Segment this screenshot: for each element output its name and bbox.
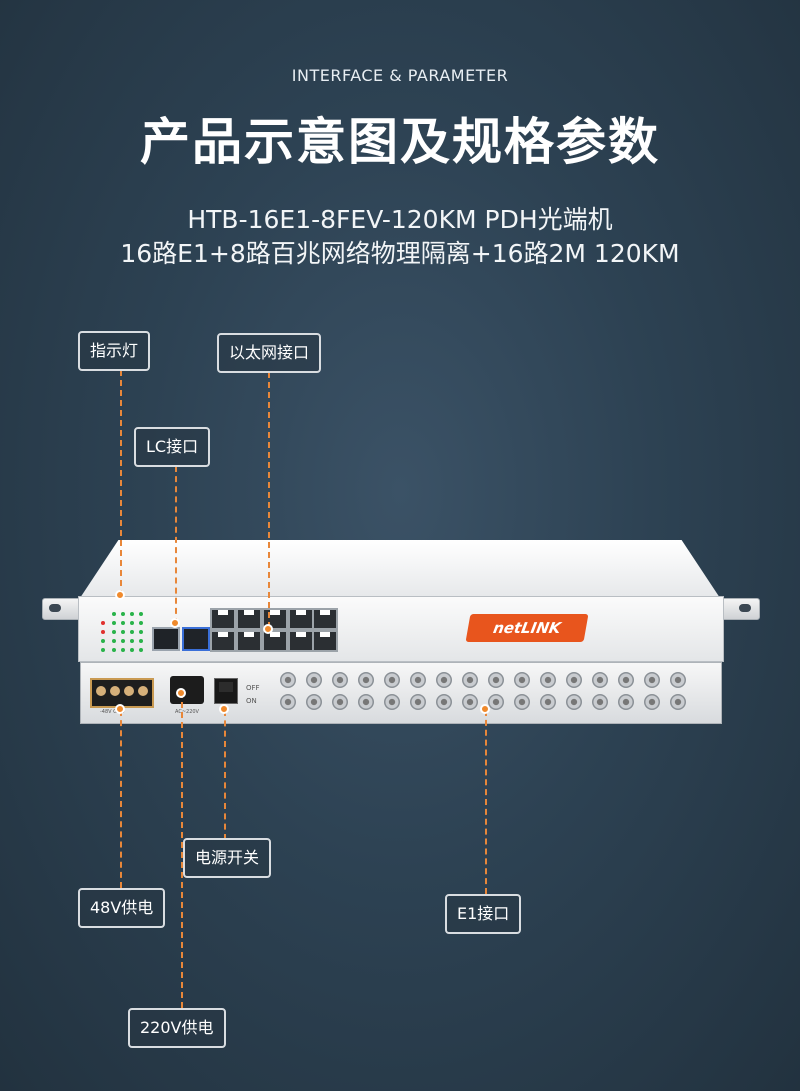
model-description: 16路E1+8路百兆网络物理隔离+16路2M 120KM <box>120 239 680 268</box>
power-switch <box>214 678 238 704</box>
brand-logo: netLINK <box>465 614 589 642</box>
callout-e1: E1接口 <box>445 894 522 934</box>
lc-port-1 <box>152 627 180 651</box>
lc-port-2 <box>182 627 210 651</box>
callout-ethernet: 以太网接口 <box>217 333 322 373</box>
indicator-dot <box>115 590 125 600</box>
lc-line <box>175 466 177 624</box>
switch-line <box>224 710 226 840</box>
ac220-dot <box>176 688 186 698</box>
page-title: 产品示意图及规格参数 <box>140 113 660 171</box>
ac-label: AC~220V <box>175 709 199 715</box>
e1-line <box>485 710 487 894</box>
lc-dot <box>170 618 180 628</box>
ac220-line <box>181 692 183 1008</box>
ethernet-dot <box>263 624 273 634</box>
callout-power-switch: 电源开关 <box>183 838 272 878</box>
subtitle-en: INTERFACE & PARAMETER <box>291 66 509 85</box>
callout-lc: LC接口 <box>134 427 211 467</box>
switch-off-label: OFF <box>246 684 260 692</box>
model-name: HTB-16E1-8FEV-120KM PDH光端机 <box>187 205 613 234</box>
callout-dc48: 48V供电 <box>78 888 166 928</box>
callout-indicator: 指示灯 <box>78 331 151 371</box>
rack-ear-right <box>720 598 760 620</box>
dc-label: -48V GND <box>100 709 125 715</box>
dc48-line <box>120 710 122 888</box>
switch-dot <box>219 704 229 714</box>
switch-on-label: ON <box>246 697 257 705</box>
callout-ac220: 220V供电 <box>128 1008 226 1048</box>
chassis-top <box>80 540 720 598</box>
rack-ear-left <box>42 598 82 620</box>
indicator-line <box>120 370 122 596</box>
ac-socket <box>170 676 204 704</box>
e1-dot <box>480 704 490 714</box>
ethernet-line <box>268 372 270 628</box>
dc48-dot <box>115 704 125 714</box>
